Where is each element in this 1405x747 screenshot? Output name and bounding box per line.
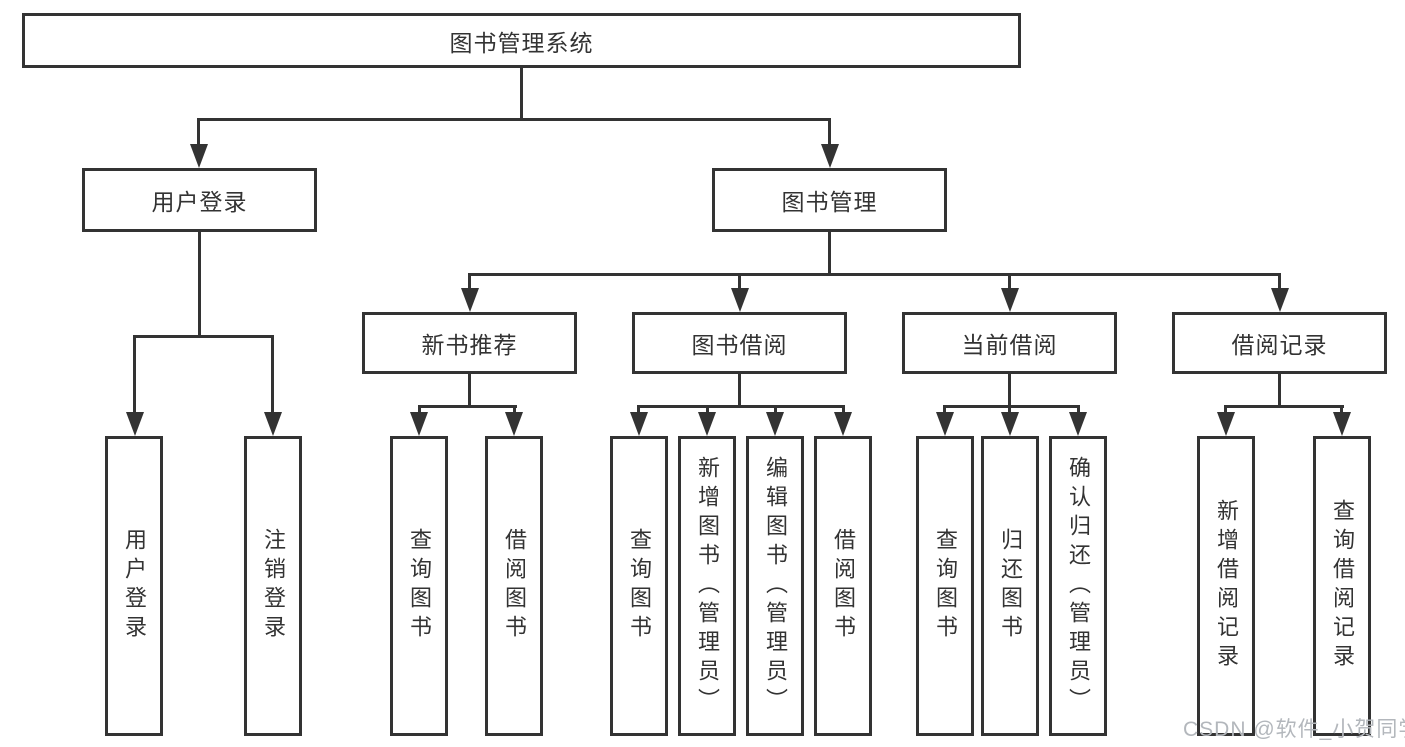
node-current-borrow-label: 当前借阅: [961, 332, 1058, 358]
connector-line: [1224, 405, 1344, 408]
node-book-management: 图书管理: [712, 168, 947, 232]
connector-line: [468, 374, 471, 408]
leaf-confirm-return-admin-label: 确认归还（管理员）: [1066, 455, 1091, 717]
connector-line: [468, 276, 471, 292]
leaf-logout-label: 注销登录: [261, 528, 286, 644]
node-book-management-label: 图书管理: [781, 189, 878, 215]
node-root: 图书管理系统: [22, 13, 1021, 68]
connector-line: [637, 405, 845, 408]
connector-line: [198, 232, 201, 338]
arrow-down-icon: [1069, 412, 1087, 436]
arrow-down-icon: [264, 412, 282, 436]
leaf-query-books-borrow-label: 查询图书: [627, 528, 652, 644]
leaf-query-books-borrow: 查询图书: [610, 436, 668, 736]
leaf-edit-books-admin-label: 编辑图书（管理员）: [763, 455, 788, 717]
leaf-query-books-recommend-label: 查询图书: [407, 528, 432, 644]
node-user-login-label: 用户登录: [151, 189, 248, 215]
leaf-query-borrow-record: 查询借阅记录: [1313, 436, 1371, 736]
connector-line: [738, 374, 741, 408]
node-new-book-recommend-label: 新书推荐: [421, 332, 518, 358]
arrow-down-icon: [461, 288, 479, 312]
connector-line: [828, 121, 831, 148]
arrow-down-icon: [936, 412, 954, 436]
arrow-down-icon: [731, 288, 749, 312]
arrow-down-icon: [190, 144, 208, 168]
node-borrow-records: 借阅记录: [1172, 312, 1387, 374]
arrow-down-icon: [834, 412, 852, 436]
connector-line: [520, 68, 523, 121]
arrow-down-icon: [1271, 288, 1289, 312]
leaf-add-borrow-record-label: 新增借阅记录: [1214, 499, 1239, 673]
leaf-return-books-label: 归还图书: [998, 528, 1023, 644]
arrow-down-icon: [1333, 412, 1351, 436]
arrow-down-icon: [126, 412, 144, 436]
node-book-borrow-label: 图书借阅: [691, 332, 788, 358]
leaf-borrow-books-label: 借阅图书: [831, 528, 856, 644]
leaf-add-books-admin: 新增图书（管理员）: [678, 436, 736, 736]
leaf-borrow-books-recommend-label: 借阅图书: [502, 528, 527, 644]
arrow-down-icon: [1217, 412, 1235, 436]
arrow-down-icon: [1001, 288, 1019, 312]
connector-line: [468, 273, 1281, 276]
leaf-return-books: 归还图书: [981, 436, 1039, 736]
arrow-down-icon: [698, 412, 716, 436]
leaf-borrow-books-recommend: 借阅图书: [485, 436, 543, 736]
node-book-borrow: 图书借阅: [632, 312, 847, 374]
arrow-down-icon: [630, 412, 648, 436]
arrow-down-icon: [505, 412, 523, 436]
leaf-confirm-return-admin: 确认归还（管理员）: [1049, 436, 1107, 736]
connector-line: [197, 118, 831, 121]
arrow-down-icon: [821, 144, 839, 168]
arrow-down-icon: [1001, 412, 1019, 436]
connector-line: [133, 338, 136, 414]
leaf-logout: 注销登录: [244, 436, 302, 736]
node-root-label: 图书管理系统: [449, 29, 594, 56]
node-new-book-recommend: 新书推荐: [362, 312, 577, 374]
arrow-down-icon: [766, 412, 784, 436]
leaf-add-borrow-record: 新增借阅记录: [1197, 436, 1255, 736]
leaf-query-books-recommend: 查询图书: [390, 436, 448, 736]
connector-line: [828, 232, 831, 276]
leaf-user-login-label: 用户登录: [122, 528, 147, 644]
connector-line: [197, 121, 200, 148]
node-user-login: 用户登录: [82, 168, 317, 232]
leaf-query-borrow-record-label: 查询借阅记录: [1330, 499, 1355, 673]
leaf-user-login: 用户登录: [105, 436, 163, 736]
leaf-add-books-admin-label: 新增图书（管理员）: [695, 455, 720, 717]
leaf-query-books-current: 查询图书: [916, 436, 974, 736]
watermark: CSDN @软件_小贺同学: [1183, 718, 1405, 741]
leaf-borrow-books: 借阅图书: [814, 436, 872, 736]
arrow-down-icon: [410, 412, 428, 436]
connector-line: [418, 405, 517, 408]
connector-line: [271, 338, 274, 414]
leaf-edit-books-admin: 编辑图书（管理员）: [746, 436, 804, 736]
connector-line: [133, 335, 274, 338]
node-current-borrow: 当前借阅: [902, 312, 1117, 374]
connector-line: [1008, 276, 1011, 292]
connector-line: [1278, 276, 1281, 292]
leaf-query-books-current-label: 查询图书: [933, 528, 958, 644]
connector-line: [738, 276, 741, 292]
connector-line: [943, 405, 1080, 408]
connector-line: [1008, 374, 1011, 408]
node-borrow-records-label: 借阅记录: [1231, 332, 1328, 358]
connector-line: [1278, 374, 1281, 408]
